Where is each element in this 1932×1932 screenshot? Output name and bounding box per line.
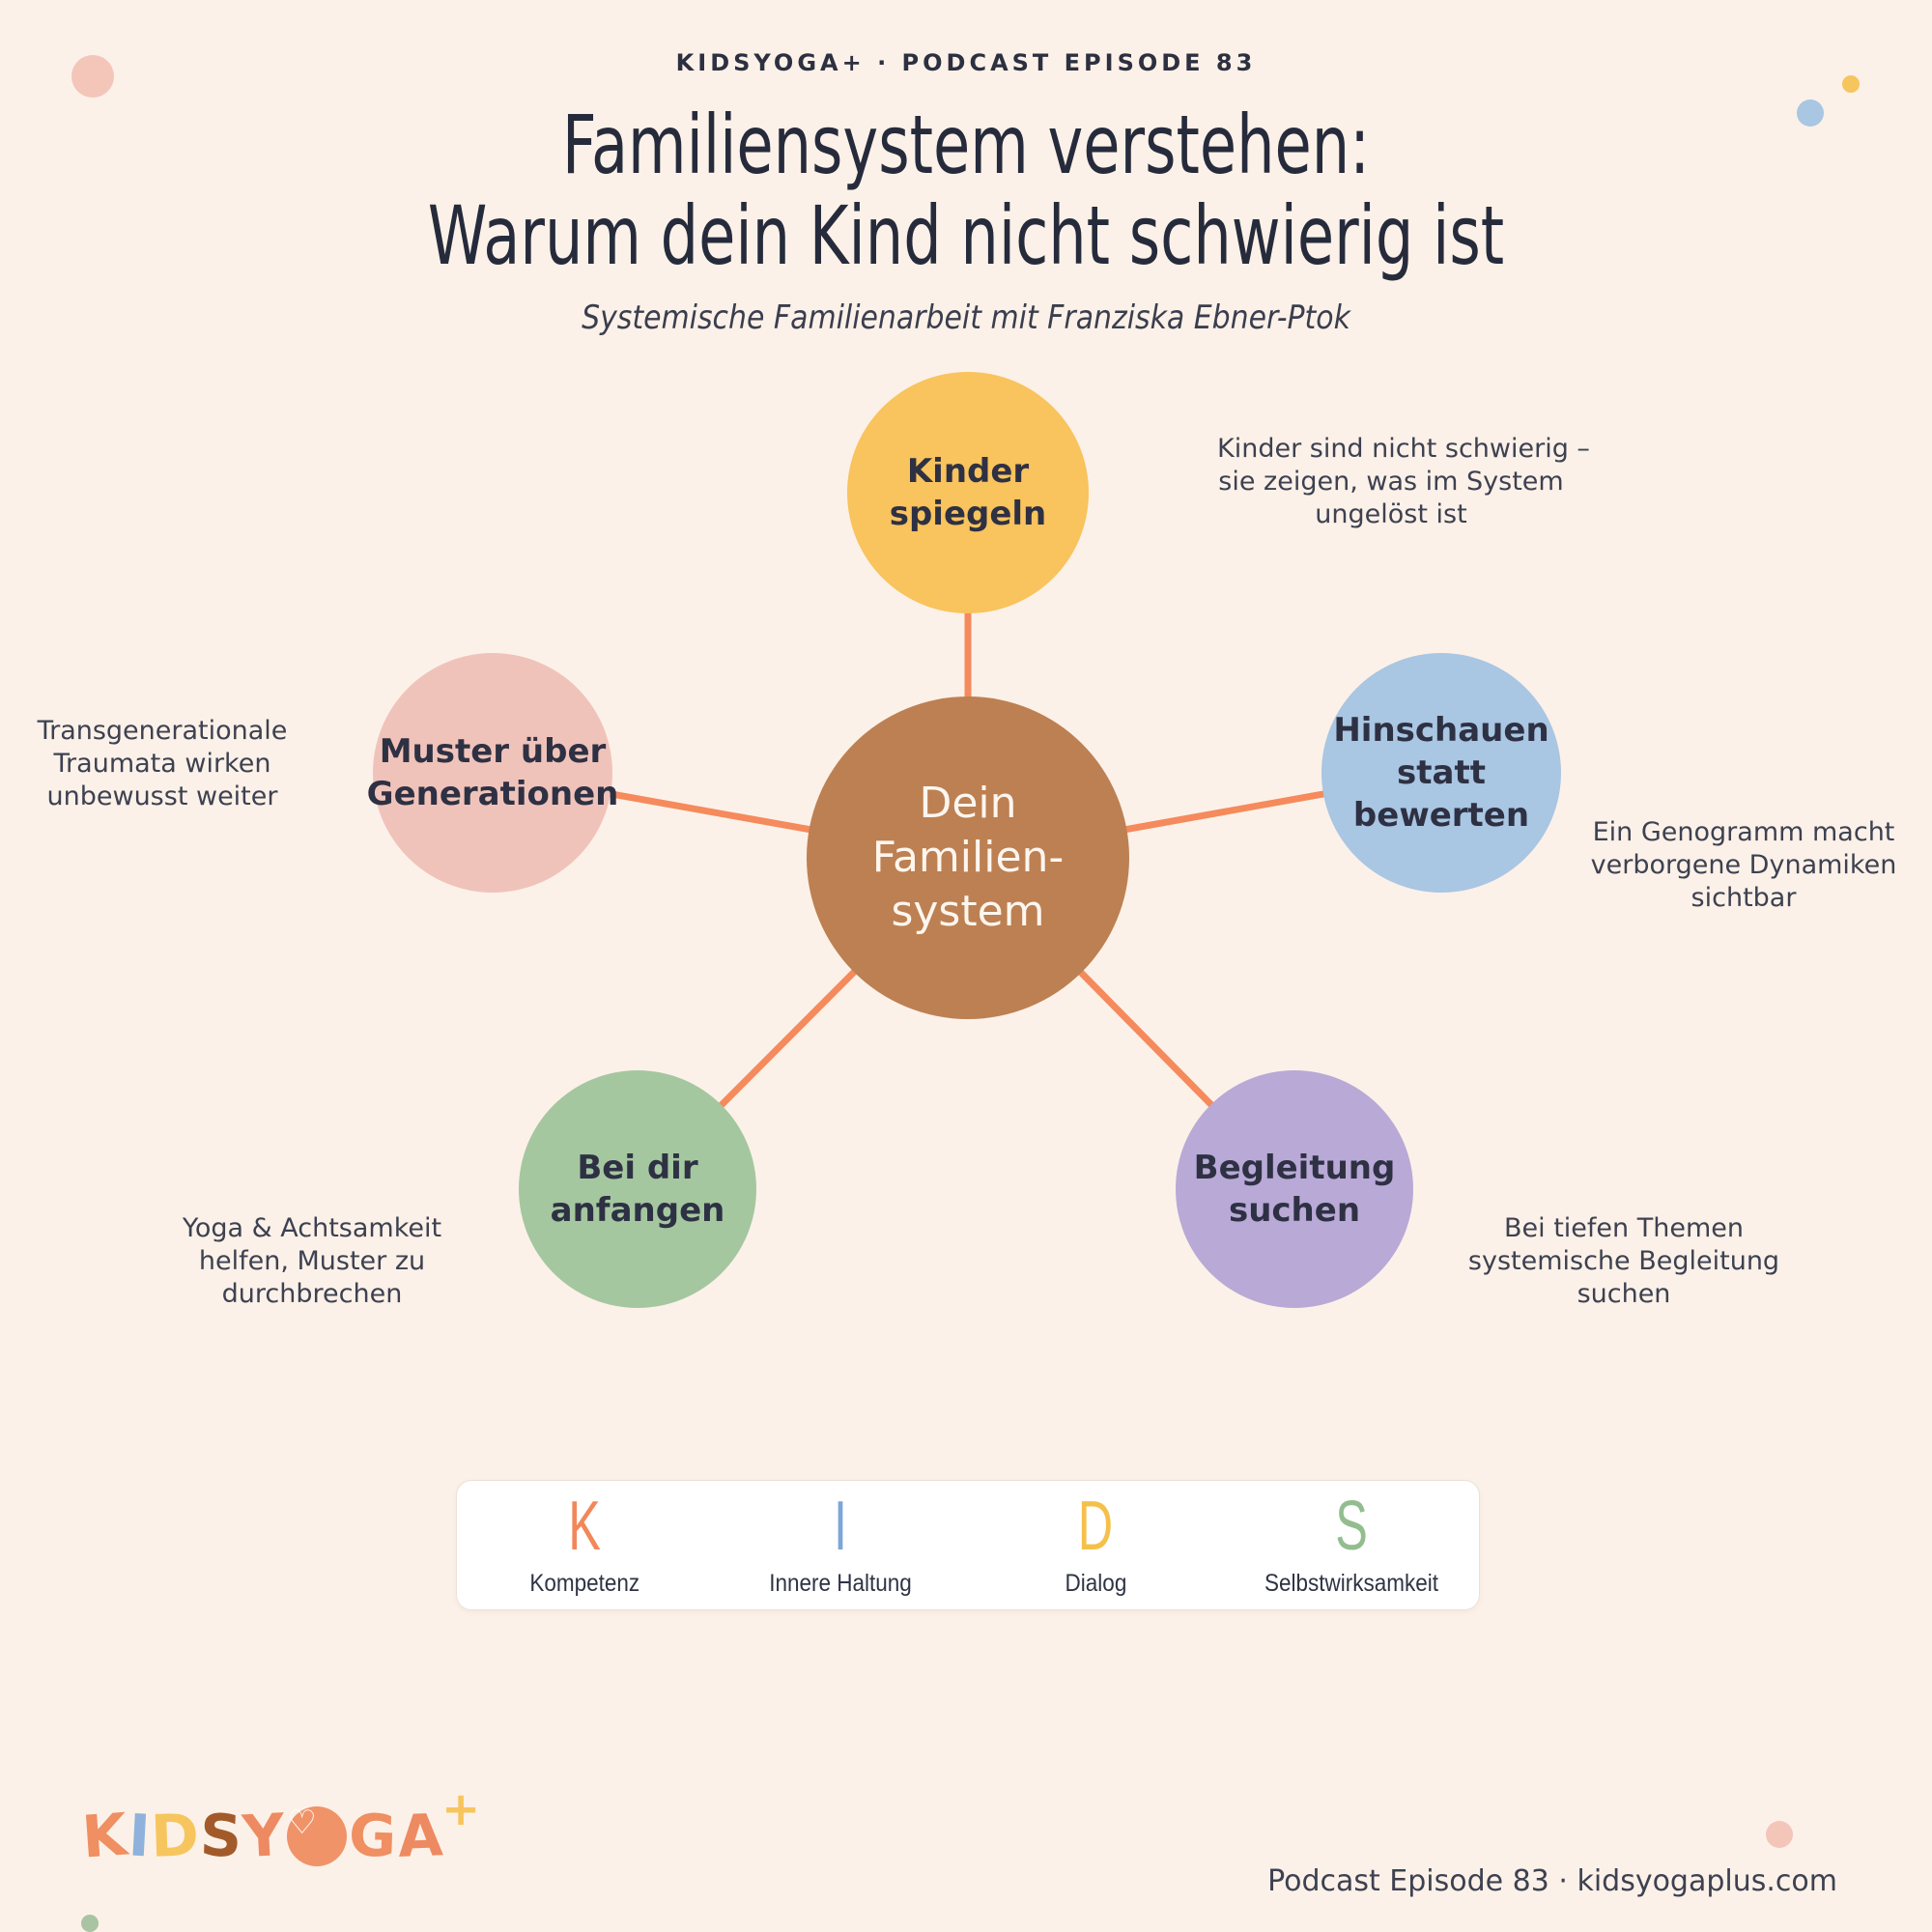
node-label-line: Begleitung: [1193, 1149, 1396, 1187]
hub-label-line1: Dein: [919, 779, 1017, 828]
page-title: Familiensystem verstehen: Warum dein Kin…: [251, 99, 1681, 281]
annotation-bei-dir: Yoga & Achtsamkeit helfen, Muster zu dur…: [157, 1212, 467, 1311]
kids-label-kompetenz: Kompetenz: [529, 1570, 640, 1597]
logo-letter: S: [198, 1802, 244, 1872]
annotation-line: sichtbar: [1690, 883, 1797, 913]
node-label-line: Bei dir: [577, 1149, 698, 1187]
page-title-line2: Warum dein Kind nicht schwierig ist: [427, 188, 1505, 283]
node-label-line: anfangen: [550, 1191, 725, 1230]
kids-label-innere-haltung: Innere Haltung: [768, 1570, 912, 1597]
annotation-line: durchbrechen: [221, 1279, 403, 1309]
node-label-line: Hinschauen: [1333, 711, 1549, 750]
kidsyoga-logo: KIDSY♡ GA+: [79, 1782, 483, 1899]
kids-label-selbstwirksamkeit: Selbstwirksamkeit: [1264, 1570, 1438, 1597]
logo-letter: K: [79, 1801, 130, 1872]
kids-item-innere-haltung: I Innere Haltung: [713, 1481, 969, 1609]
annotation-kinder-spiegeln: Kinder sind nicht schwierig – sie zeigen…: [1217, 433, 1590, 531]
node-kinder-spiegeln: Kinder spiegeln: [847, 372, 1089, 613]
annotation-line: helfen, Muster zu: [198, 1246, 426, 1276]
kids-label-dialog: Dialog: [1065, 1570, 1127, 1597]
node-muster-ueber-generationen: Muster über Generationen: [367, 653, 618, 893]
annotation-line: sie zeigen, was im System: [1218, 467, 1564, 497]
episode-kicker: KIDSYOGA+ · PODCAST EPISODE 83: [675, 49, 1257, 76]
node-label-line: Muster über: [379, 732, 607, 771]
annotation-line: systemische Begleitung: [1467, 1246, 1780, 1276]
kids-letter-s: S: [1334, 1488, 1368, 1565]
annotation-line: Traumata wirken: [53, 749, 271, 779]
node-label-line: Generationen: [366, 775, 619, 813]
annotation-line: unbewusst weiter: [46, 781, 278, 811]
kids-item-dialog: D Dialog: [968, 1481, 1224, 1609]
annotation-line: Bei tiefen Themen: [1504, 1213, 1744, 1243]
node-label-line: spiegeln: [889, 495, 1047, 533]
annotation-line: ungelöst ist: [1315, 499, 1467, 529]
annotation-hinschauen: Ein Genogramm macht verborgene Dynamiken…: [1579, 816, 1908, 915]
kids-letter-k: K: [568, 1488, 602, 1565]
annotation-begleitung: Bei tiefen Themen systemische Begleitung…: [1450, 1212, 1798, 1311]
node-label-line: Kinder: [906, 452, 1030, 491]
logo-letter: D: [149, 1802, 201, 1872]
decor-dot-pink-topleft-icon: [71, 55, 114, 98]
logo-letter: A: [396, 1802, 445, 1872]
node-label-line: bewerten: [1352, 796, 1530, 835]
kids-acronym-card: K Kompetenz I Innere Haltung D Dialog S …: [456, 1480, 1480, 1610]
annotation-line: suchen: [1577, 1279, 1671, 1309]
kids-letter-d: D: [1078, 1488, 1114, 1565]
node-label-line: suchen: [1228, 1191, 1361, 1230]
kids-item-selbstwirksamkeit: S Selbstwirksamkeit: [1224, 1481, 1480, 1609]
logo-plus-icon: +: [441, 1782, 482, 1837]
hub-label-line3: system: [891, 887, 1045, 936]
kids-letter-i: I: [833, 1488, 847, 1565]
node-bei-dir-anfangen: Bei dir anfangen: [519, 1070, 756, 1308]
logo-o-heart-icon: ♡: [287, 1804, 348, 1867]
annotation-line: Yoga & Achtsamkeit: [182, 1213, 442, 1243]
kids-item-kompetenz: K Kompetenz: [457, 1481, 713, 1609]
heart-icon: ♡: [287, 1804, 318, 1843]
hub-circle-familiensystem: Dein Familien- system: [807, 696, 1129, 1019]
decor-dot-pink-bottomright-icon: [1766, 1821, 1793, 1848]
annotation-line: Kinder sind nicht schwierig –: [1217, 434, 1590, 464]
node-begleitung-suchen: Begleitung suchen: [1176, 1070, 1413, 1308]
annotation-line: Transgenerationale: [37, 716, 288, 746]
decor-dot-yellow-topright-icon: [1842, 75, 1860, 93]
annotation-muster: Transgenerationale Traumata wirken unbew…: [8, 715, 317, 813]
node-hinschauen-statt-bewerten: Hinschauen statt bewerten: [1321, 653, 1561, 893]
node-label-line: statt: [1397, 753, 1486, 792]
page-title-line1: Familiensystem verstehen:: [561, 98, 1371, 192]
decor-dot-blue-topright-icon: [1797, 99, 1824, 127]
logo-letter: G: [348, 1802, 399, 1872]
annotation-line: Ein Genogramm macht: [1592, 817, 1895, 847]
logo-letter: Y: [241, 1802, 288, 1872]
footer-credit: Podcast Episode 83 · kidsyogaplus.com: [1267, 1864, 1837, 1898]
page-subtitle: Systemische Familienarbeit mit Franziska…: [582, 298, 1350, 337]
logo-letter: I: [126, 1802, 153, 1871]
annotation-line: verborgene Dynamiken: [1590, 850, 1897, 880]
hub-label-line2: Familien-: [871, 833, 1065, 882]
decor-dot-green-bottomleft-icon: [81, 1915, 99, 1932]
